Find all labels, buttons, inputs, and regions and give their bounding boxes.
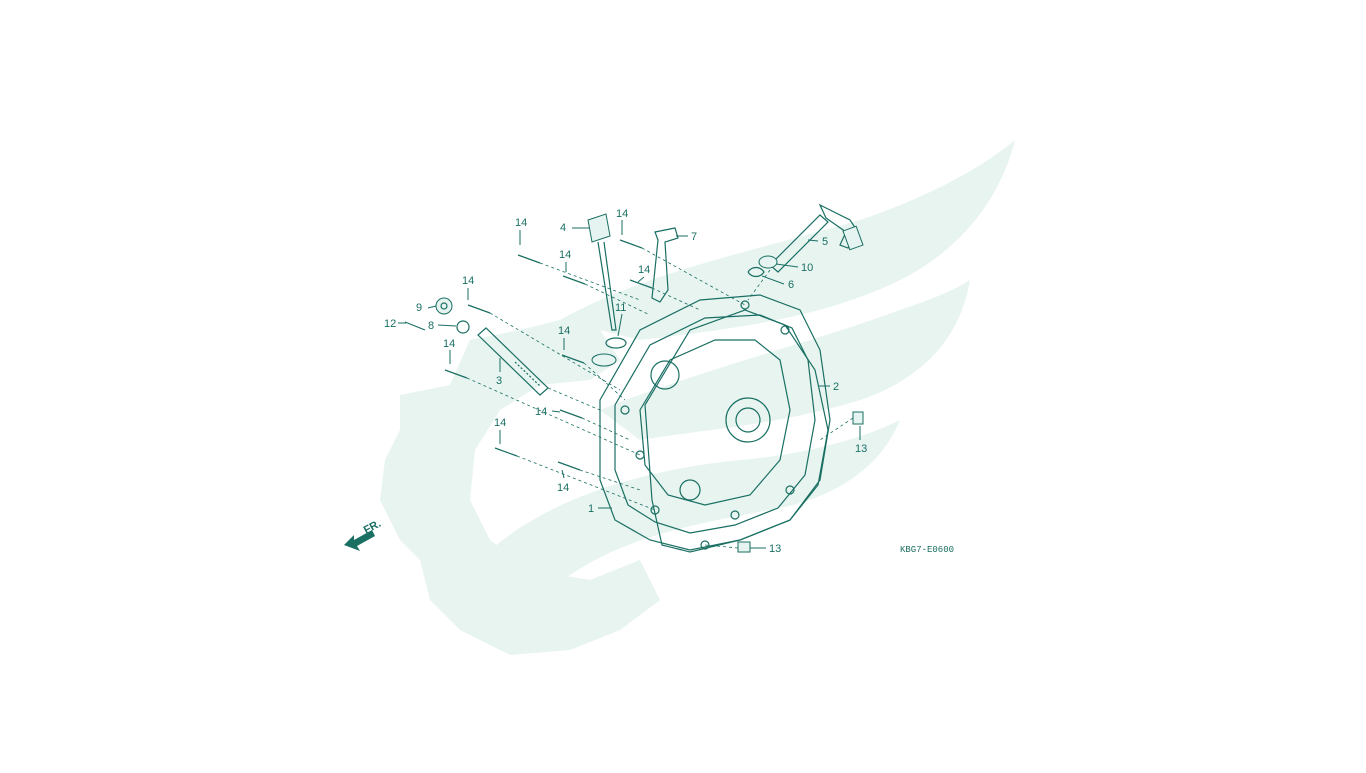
shift-shaft-assembly bbox=[747, 203, 864, 278]
cover-boss-upper bbox=[650, 360, 680, 390]
watermark-wing-upper bbox=[560, 140, 1015, 340]
callout-14: 14 bbox=[443, 338, 455, 350]
cover-inner-cavity bbox=[639, 339, 791, 506]
callout-14: 14 bbox=[557, 482, 569, 494]
cover-outline bbox=[599, 294, 831, 551]
callout-3: 3 bbox=[496, 375, 502, 387]
callout-8: 8 bbox=[428, 320, 434, 332]
shaft-3-spline bbox=[514, 361, 541, 387]
callout-14: 14 bbox=[535, 406, 547, 418]
filler-cap-head bbox=[587, 213, 611, 243]
cover-inner-rim bbox=[614, 314, 816, 534]
bolt-14-j bbox=[557, 461, 581, 471]
cover-bolt-hole-5 bbox=[740, 300, 750, 310]
callout-5: 5 bbox=[822, 236, 828, 248]
bearing-9-bore bbox=[440, 302, 448, 310]
bolt-14-e bbox=[467, 304, 491, 314]
dipstick-rod bbox=[597, 241, 617, 331]
callout-14: 14 bbox=[559, 249, 571, 261]
bolt-12 bbox=[404, 321, 426, 331]
watermark-wing-middle bbox=[600, 280, 970, 440]
callout-11: 11 bbox=[615, 302, 626, 314]
callout-12: 12 bbox=[384, 318, 396, 330]
oil-filler-cap bbox=[587, 213, 627, 367]
cover-bolt-hole-1 bbox=[620, 405, 630, 415]
bolt-14-h bbox=[559, 409, 583, 419]
o-ring-11 bbox=[605, 337, 627, 349]
kick-shaft-assembly bbox=[404, 297, 549, 396]
callout-13: 13 bbox=[855, 443, 867, 455]
front-arrow-icon bbox=[344, 530, 375, 551]
callout-6: 6 bbox=[788, 279, 794, 291]
drawing-code: KBG7-E0600 bbox=[900, 545, 954, 555]
bolt-14-b bbox=[619, 239, 643, 249]
cover-bolt-hole-2 bbox=[635, 450, 645, 460]
bolt-14-c bbox=[562, 275, 586, 285]
shaft-5 bbox=[769, 214, 829, 273]
leader-lines bbox=[398, 220, 861, 549]
callout-14: 14 bbox=[515, 217, 527, 229]
cover-bolt-hole-7 bbox=[730, 510, 740, 520]
watermark-logo bbox=[380, 140, 1015, 655]
callout-14: 14 bbox=[494, 417, 506, 429]
bolt-14-i bbox=[494, 447, 518, 457]
front-marker-label: FR. bbox=[362, 518, 383, 537]
callout-14: 14 bbox=[638, 264, 650, 276]
crankcase-cover bbox=[599, 294, 831, 553]
callout-4: 4 bbox=[560, 222, 566, 234]
callout-14: 14 bbox=[462, 275, 474, 287]
dowel-13-a bbox=[852, 411, 864, 425]
callout-7: 7 bbox=[691, 231, 697, 243]
watermark-gear bbox=[380, 320, 660, 655]
callout-labels: 14 4 14 7 14 14 11 14 9 8 12 14 14 3 14 … bbox=[384, 208, 867, 555]
bolts-14 bbox=[444, 239, 653, 471]
callout-13: 13 bbox=[769, 543, 781, 555]
dowel-13-b bbox=[737, 541, 751, 553]
callout-1: 1 bbox=[588, 503, 594, 515]
shaft-arm bbox=[818, 203, 859, 249]
callout-10: 10 bbox=[801, 262, 813, 274]
bolt-14-g bbox=[444, 369, 468, 379]
cover-boss-bore bbox=[735, 407, 761, 433]
bearing-9 bbox=[435, 297, 453, 315]
cover-boss-large bbox=[725, 397, 771, 443]
callout-14: 14 bbox=[558, 325, 570, 337]
cover-boss-small bbox=[679, 479, 701, 501]
bolt-14-d bbox=[629, 279, 653, 289]
bolt-14-a bbox=[517, 254, 541, 264]
spring-10 bbox=[758, 255, 778, 269]
bolt-14-f bbox=[561, 354, 585, 364]
callout-14: 14 bbox=[616, 208, 628, 220]
assembly-guides bbox=[466, 247, 854, 549]
oil-seal-6 bbox=[747, 266, 765, 278]
stay-7 bbox=[651, 227, 679, 303]
washer-8 bbox=[456, 320, 470, 334]
callout-2: 2 bbox=[833, 381, 839, 393]
filler-neck bbox=[591, 353, 617, 367]
callout-9: 9 bbox=[416, 302, 422, 314]
watermark-wing-lower bbox=[480, 420, 900, 600]
cover-bolt-hole-6 bbox=[785, 485, 795, 495]
gasket-2 bbox=[644, 309, 829, 553]
front-direction-marker: FR. bbox=[344, 518, 383, 551]
shaft-clamp bbox=[842, 225, 864, 251]
